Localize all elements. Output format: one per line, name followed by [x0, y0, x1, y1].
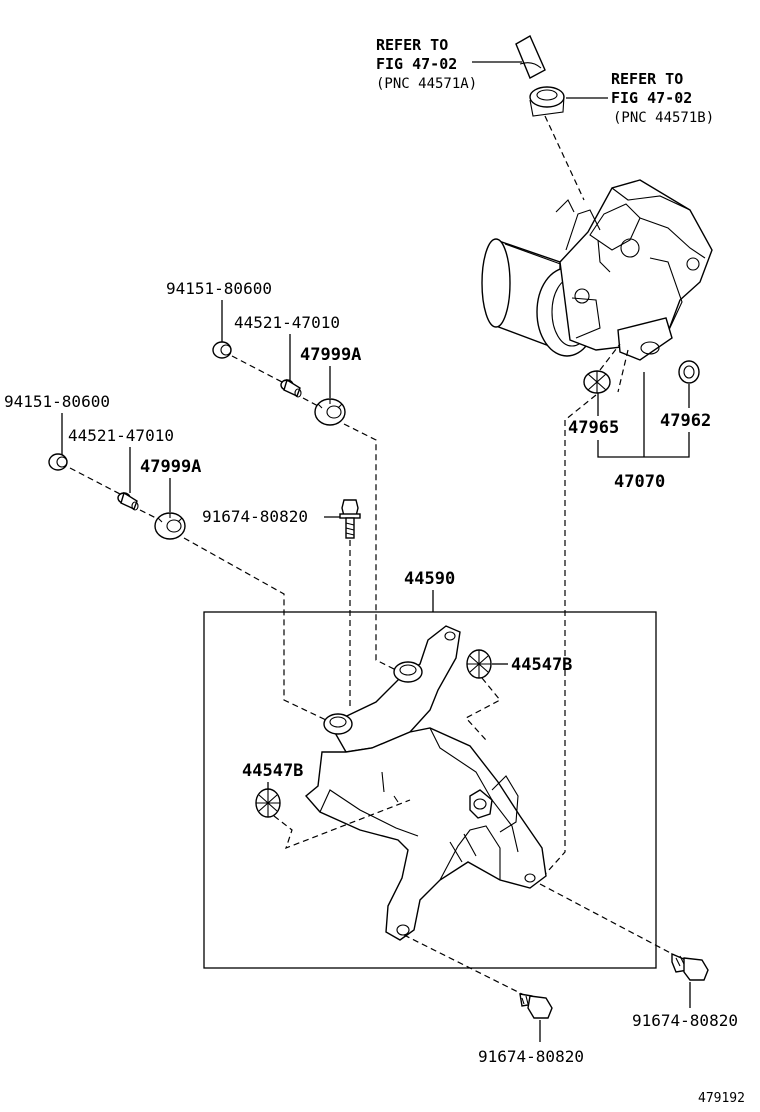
hose-clamp-icon — [529, 86, 565, 117]
figure-id: 479192 — [698, 1091, 745, 1106]
refer-line-2: FIG 47-02 — [376, 55, 457, 73]
label-91674-right: 91674-80820 — [632, 1011, 738, 1030]
assembly-box-44590 — [203, 611, 657, 969]
refer-line-2: FIG 47-02 — [611, 89, 692, 107]
pin-44521-top-icon — [280, 378, 302, 398]
pin-44521-left-icon — [117, 491, 139, 511]
bolt-91674-right-icon — [671, 952, 709, 981]
nut-44547b-right-icon — [466, 649, 492, 679]
grommet-47999a-left-icon — [154, 512, 186, 540]
label-47999a-left: 47999A — [140, 457, 201, 477]
bolt-91674-mid-icon — [339, 499, 361, 539]
o-ring-47962-icon — [678, 360, 700, 384]
nut-47965-icon — [583, 370, 611, 394]
refer-note-44571b: REFER TO FIG 47-02 (PNC 44571B) — [611, 70, 714, 126]
label-94151-top: 94151-80600 — [166, 279, 272, 298]
label-94151-left: 94151-80600 — [4, 392, 110, 411]
label-44521-top: 44521-47010 — [234, 313, 340, 332]
label-44590: 44590 — [404, 569, 455, 589]
collar-94151-left-icon — [48, 453, 68, 471]
refer-note-44571a: REFER TO FIG 47-02 (PNC 44571A) — [376, 36, 477, 92]
bolt-91674-bottom-icon — [519, 993, 553, 1019]
label-47999a-top: 47999A — [300, 345, 361, 365]
label-91674-bottom: 91674-80820 — [478, 1047, 584, 1066]
label-91674-mid: 91674-80820 — [202, 507, 308, 526]
refer-line-3: (PNC 44571A) — [376, 76, 477, 92]
label-44521-left: 44521-47010 — [68, 426, 174, 445]
refer-line-3: (PNC 44571B) — [613, 110, 714, 126]
hose-icon — [515, 35, 546, 79]
nut-44547b-left-icon — [255, 788, 281, 818]
refer-line-1: REFER TO — [611, 70, 683, 88]
label-47070: 47070 — [614, 472, 665, 492]
label-44547b-right: 44547B — [511, 655, 572, 675]
refer-line-1: REFER TO — [376, 36, 448, 54]
label-47962: 47962 — [660, 411, 711, 431]
grommet-47999a-top-icon — [314, 398, 346, 426]
collar-94151-top-icon — [212, 341, 232, 359]
label-44547b-left: 44547B — [242, 761, 303, 781]
bracket-icon — [305, 625, 547, 941]
vacuum-pump-icon — [481, 179, 713, 361]
label-47965: 47965 — [568, 418, 619, 438]
